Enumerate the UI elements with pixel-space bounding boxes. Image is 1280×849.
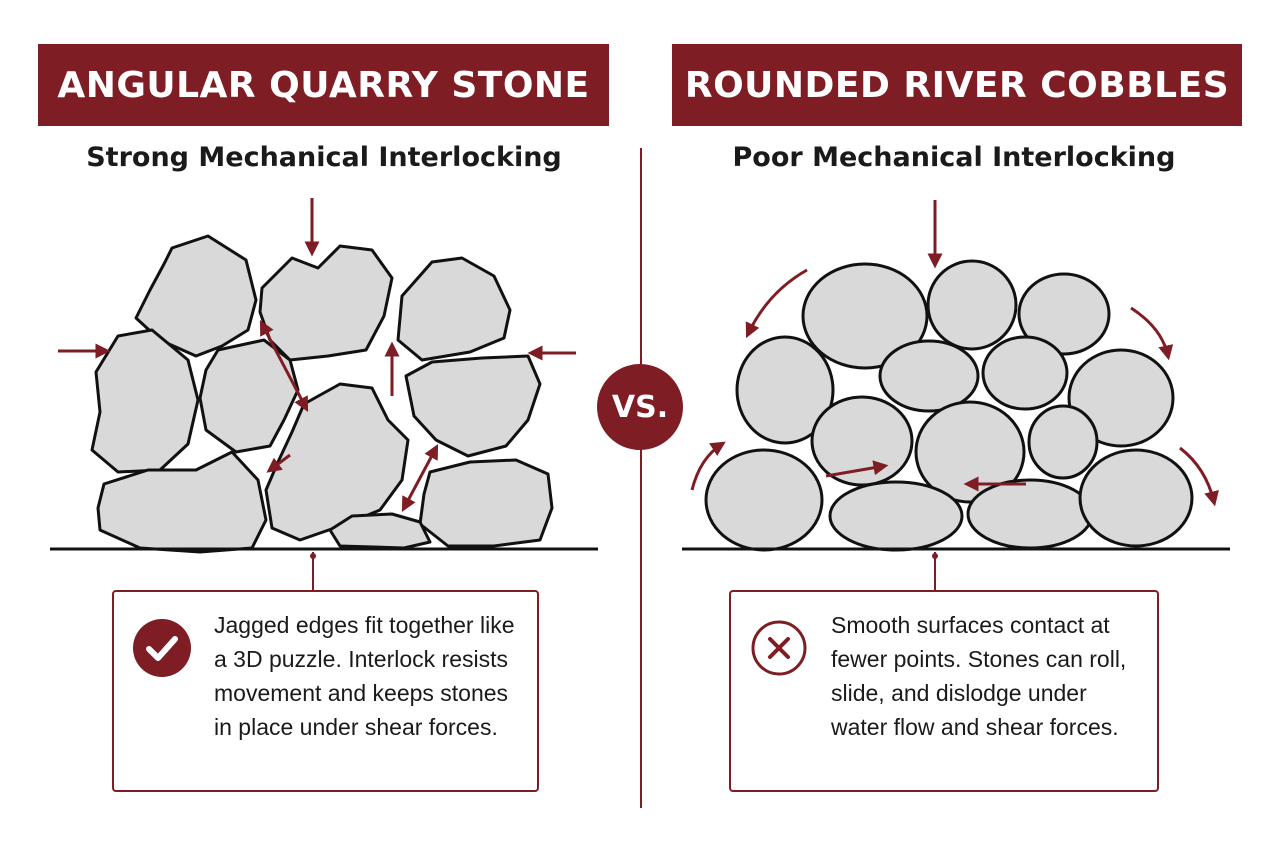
curved-arrow-icon [690, 441, 726, 491]
angular-stone [404, 354, 542, 458]
angular-stone [134, 234, 258, 358]
arrow-icon [266, 453, 291, 473]
left-connector-dot [310, 553, 316, 559]
double-arrow-icon [259, 320, 309, 412]
left-info-box: Jagged edges fit together like a 3D puzz… [112, 590, 539, 792]
vs-label: VS. [611, 389, 669, 425]
right-description: Smooth surfaces contact at fewer points.… [831, 612, 1127, 740]
rounded-cobble [1017, 272, 1111, 356]
rounded-cobble [966, 478, 1094, 550]
left-panel-title: ANGULAR QUARRY STONE [57, 64, 590, 106]
rounded-cobble [926, 259, 1018, 351]
rounded-cobble [1067, 348, 1175, 448]
right-panel-title-banner: ROUNDED RIVER COBBLES [672, 44, 1242, 126]
double-arrow-icon [401, 444, 439, 512]
left-panel-title-banner: ANGULAR QUARRY STONE [38, 44, 609, 126]
rounded-cobble [704, 448, 824, 552]
angular-stone [328, 512, 432, 550]
check-icon [133, 619, 191, 677]
angular-stone-pile [90, 234, 554, 554]
angular-stone [258, 244, 394, 362]
angular-stone [198, 338, 300, 454]
center-divider [640, 148, 642, 808]
right-connector-dot [932, 553, 938, 559]
right-panel-subtitle: Poor Mechanical Interlocking [732, 142, 1176, 173]
curved-arrow-icon [745, 268, 808, 339]
rounded-cobble [735, 335, 835, 445]
angular-force-arrows [58, 198, 576, 512]
rounded-cobble [810, 395, 914, 487]
angular-stone [396, 256, 512, 362]
rounded-cobble [828, 480, 964, 552]
angular-stone [96, 450, 268, 554]
right-info-box: Smooth surfaces contact at fewer points.… [729, 590, 1159, 792]
rounded-cobble [1027, 404, 1099, 480]
rounded-cobble [1078, 448, 1194, 548]
angular-stone [418, 458, 554, 548]
left-panel-subtitle: Strong Mechanical Interlocking [86, 142, 562, 173]
x-icon [751, 620, 807, 676]
curved-arrow-icon [1179, 446, 1219, 507]
rounded-cobble [878, 339, 980, 413]
rounded-movement-arrows [690, 200, 1219, 507]
left-description: Jagged edges fit together like a 3D puzz… [214, 612, 515, 740]
right-panel-title: ROUNDED RIVER COBBLES [684, 64, 1230, 106]
rounded-cobble [801, 262, 929, 370]
curved-arrow-icon [1130, 306, 1174, 361]
vs-badge: VS. [597, 364, 683, 450]
rounded-cobble-pile [704, 259, 1194, 552]
arrow-icon [825, 460, 889, 478]
rounded-cobble [981, 335, 1069, 411]
